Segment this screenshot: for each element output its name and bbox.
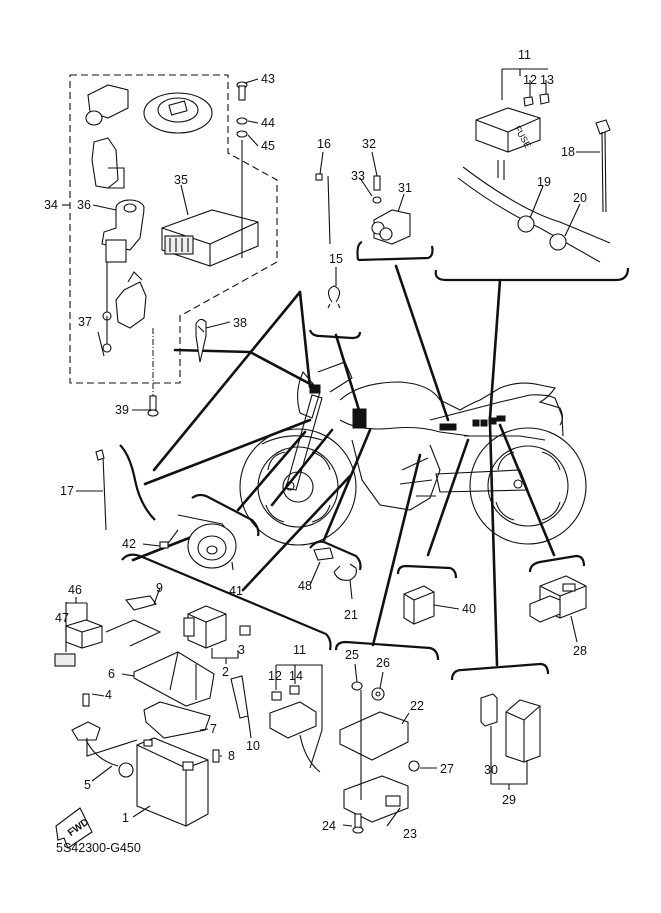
battery-group	[71, 693, 220, 827]
fuse-box-upper-assembly: FUSE	[457, 93, 611, 263]
callout-leaders	[62, 68, 600, 827]
callout-24: 24	[322, 819, 336, 833]
forward-direction-arrow: FWD	[55, 807, 93, 849]
callout-15: 15	[329, 252, 343, 266]
callout-22: 22	[410, 699, 424, 713]
motorcycle-outline	[239, 361, 587, 546]
group-brackets	[119, 240, 630, 681]
callout-33: 33	[351, 169, 365, 183]
small-parts-top-center	[315, 173, 411, 309]
ignition-lock-set-group	[69, 74, 278, 417]
callout-labels: 43 44 45 34 36 35 37 38 39 16 32 33 31 1…	[44, 48, 587, 841]
battery-cover	[133, 651, 215, 707]
callout-17: 17	[60, 484, 74, 498]
callout-21: 21	[344, 608, 358, 622]
battery	[136, 737, 209, 827]
rectifier-group	[339, 681, 420, 834]
callout-11-lower: 11	[293, 643, 306, 657]
callout-37: 37	[78, 315, 92, 329]
callout-1: 1	[122, 811, 129, 825]
callout-7: 7	[210, 722, 217, 736]
callout-2: 2	[222, 665, 229, 679]
callout-38: 38	[233, 316, 247, 330]
callout-32: 32	[362, 137, 376, 151]
callout-8: 8	[228, 749, 235, 763]
callout-6: 6	[108, 667, 115, 681]
regulator-23	[343, 775, 409, 823]
flasher-relay-28	[529, 575, 587, 623]
callout-26: 26	[376, 656, 390, 670]
starter-relay-group	[133, 605, 323, 773]
callout-25: 25	[345, 648, 359, 662]
diagram-code: 5S42300-G450	[56, 841, 141, 855]
relay-set-29	[480, 693, 541, 790]
callout-13: 13	[540, 73, 554, 87]
callout-34: 34	[44, 198, 58, 212]
callout-12-lower: 12	[268, 669, 282, 683]
fuse-box	[475, 107, 541, 153]
key	[195, 318, 207, 363]
callout-19: 19	[537, 175, 551, 189]
relay-40	[403, 585, 435, 625]
callout-28: 28	[573, 644, 587, 658]
callout-46: 46	[68, 583, 82, 597]
callout-30: 30	[484, 763, 498, 777]
callout-35: 35	[174, 173, 188, 187]
callout-45: 45	[261, 139, 275, 153]
callout-48: 48	[298, 579, 312, 593]
horn-group	[95, 449, 237, 569]
callout-23: 23	[403, 827, 417, 841]
connector-group	[54, 595, 162, 667]
callout-40: 40	[462, 602, 476, 616]
callout-41: 41	[229, 584, 243, 598]
callout-4: 4	[105, 688, 112, 702]
callout-44: 44	[261, 116, 275, 130]
callout-36: 36	[77, 198, 91, 212]
callout-47: 47	[55, 611, 69, 625]
callout-42: 42	[122, 537, 136, 551]
callout-29: 29	[502, 793, 516, 807]
callout-3: 3	[238, 643, 245, 657]
callout-10: 10	[246, 739, 260, 753]
callout-39: 39	[115, 403, 129, 417]
callout-11-upper: 11	[518, 48, 531, 62]
callout-9: 9	[156, 581, 163, 595]
callout-5: 5	[84, 778, 91, 792]
callout-14: 14	[289, 669, 303, 683]
starter-relay	[187, 605, 227, 649]
leader-lines	[131, 264, 556, 667]
callout-31: 31	[398, 181, 412, 195]
callout-12-upper: 12	[523, 73, 537, 87]
callout-16: 16	[317, 137, 331, 151]
callout-18: 18	[561, 145, 575, 159]
callout-20: 20	[573, 191, 587, 205]
callout-27: 27	[440, 762, 454, 776]
callout-43: 43	[261, 72, 275, 86]
